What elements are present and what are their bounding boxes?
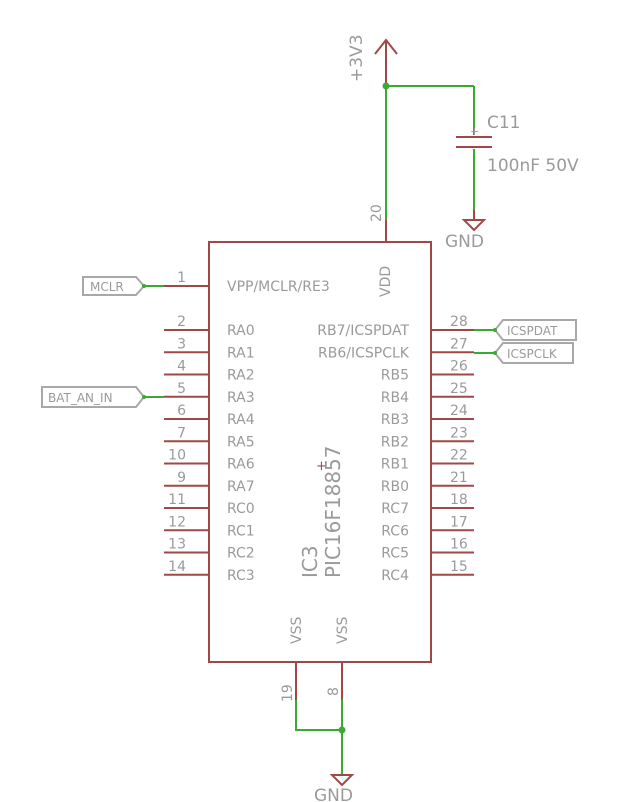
left-pin-number: 3 bbox=[177, 336, 186, 352]
right-pin-name: RB4 bbox=[381, 390, 409, 406]
right-pin-number: 18 bbox=[450, 492, 468, 508]
right-pin-name: RB1 bbox=[381, 457, 409, 473]
right-pin-number: 22 bbox=[450, 448, 468, 464]
left-pin-number: 13 bbox=[168, 537, 186, 553]
vdd-pin-name: VDD bbox=[378, 266, 394, 297]
supply-symbol bbox=[374, 38, 398, 86]
left-pin-name: RC2 bbox=[227, 546, 255, 562]
left-pin-number: 9 bbox=[177, 470, 186, 486]
left-pin-name: RC0 bbox=[227, 501, 255, 517]
left-pin-number: 10 bbox=[168, 448, 186, 464]
left-pin-number: 4 bbox=[177, 359, 186, 375]
left-pin-name: RA6 bbox=[227, 457, 255, 473]
vss-left-name: VSS bbox=[289, 617, 305, 644]
gnd-symbol-bottom bbox=[329, 774, 355, 787]
right-pin-number: 15 bbox=[450, 559, 468, 575]
net-label-mclr bbox=[82, 276, 164, 296]
ic-part: PIC16F18857 bbox=[321, 446, 345, 579]
left-pin-number: 6 bbox=[177, 403, 186, 419]
left-pin-name: RA5 bbox=[227, 434, 255, 450]
right-pin-name: RC4 bbox=[381, 568, 409, 584]
left-pin-name: RA2 bbox=[227, 368, 255, 384]
vss-left-number: 19 bbox=[280, 684, 296, 702]
net-label-mclr-text: MCLR bbox=[90, 280, 124, 294]
right-pin-name: RB7/ICSPDAT bbox=[317, 323, 409, 339]
right-pin-number: 17 bbox=[450, 514, 468, 530]
gnd-label-bottom: GND bbox=[314, 786, 353, 802]
net-label-bat-an-in bbox=[41, 386, 164, 408]
left-pin-number: 7 bbox=[177, 425, 186, 441]
right-pin-number: 28 bbox=[450, 314, 468, 330]
right-pin-number: 23 bbox=[450, 425, 468, 441]
left-pin-number: 11 bbox=[168, 492, 186, 508]
net-label-icspclk bbox=[474, 342, 574, 364]
junction-dot bbox=[382, 82, 390, 90]
left-pin-number: 1 bbox=[177, 270, 186, 286]
right-pin-number: 21 bbox=[450, 470, 468, 486]
left-pin-number: 2 bbox=[177, 314, 186, 330]
ground-wires bbox=[295, 700, 346, 775]
ic-body bbox=[208, 241, 432, 663]
left-pin-number: 14 bbox=[168, 559, 186, 575]
net-label-icspclk-text: ICSPCLK bbox=[507, 347, 558, 361]
vdd-pin-number: 20 bbox=[369, 204, 385, 222]
vss-right-number: 8 bbox=[326, 687, 342, 696]
right-pin-name: RB0 bbox=[381, 479, 409, 495]
left-pin-name: RC3 bbox=[227, 568, 255, 584]
right-pin-number: 25 bbox=[450, 381, 468, 397]
right-pin-name: RC6 bbox=[381, 523, 409, 539]
right-pin-name: RB2 bbox=[381, 434, 409, 450]
gnd-label-cap: GND bbox=[445, 232, 484, 252]
right-pin-number: 26 bbox=[450, 359, 468, 375]
left-pin-name: RA1 bbox=[227, 345, 255, 361]
capacitor-value: 100nF 50V bbox=[487, 156, 579, 176]
right-pin-name: RB6/ICSPCLK bbox=[318, 345, 410, 361]
net-label-bat-an-in-text: BAT_AN_IN bbox=[48, 391, 113, 405]
left-pin-name: VPP/MCLR/RE3 bbox=[227, 279, 330, 295]
svg-text:+: + bbox=[470, 125, 479, 138]
right-pin-name: RC5 bbox=[381, 546, 409, 562]
supply-wires bbox=[382, 82, 475, 240]
net-label-icspdat-text: ICSPDAT bbox=[507, 324, 558, 338]
vss-right-name: VSS bbox=[335, 617, 351, 644]
supply-label: +3V3 bbox=[347, 34, 367, 82]
svg-text:+: + bbox=[316, 459, 327, 474]
right-pin-number: 27 bbox=[450, 336, 468, 352]
left-pin-name: RA3 bbox=[227, 390, 255, 406]
right-pin-number: 16 bbox=[450, 537, 468, 553]
left-pin-name: RC1 bbox=[227, 523, 255, 539]
gnd-symbol-cap bbox=[461, 210, 487, 232]
right-pin-name: RB3 bbox=[381, 412, 409, 428]
ic-ref: IC3 bbox=[298, 545, 322, 578]
net-label-icspdat bbox=[474, 319, 577, 341]
right-pin-name: RC7 bbox=[381, 501, 409, 517]
right-pin-name: RB5 bbox=[381, 368, 409, 384]
capacitor-c11: + bbox=[456, 125, 492, 220]
left-pin-name: RA4 bbox=[227, 412, 255, 428]
right-pin-number: 24 bbox=[450, 403, 468, 419]
left-pin-number: 5 bbox=[177, 381, 186, 397]
capacitor-name: C11 bbox=[487, 113, 521, 133]
left-pin-name: RA7 bbox=[227, 479, 255, 495]
left-pin-name: RA0 bbox=[227, 323, 255, 339]
left-pin-number: 12 bbox=[168, 514, 186, 530]
